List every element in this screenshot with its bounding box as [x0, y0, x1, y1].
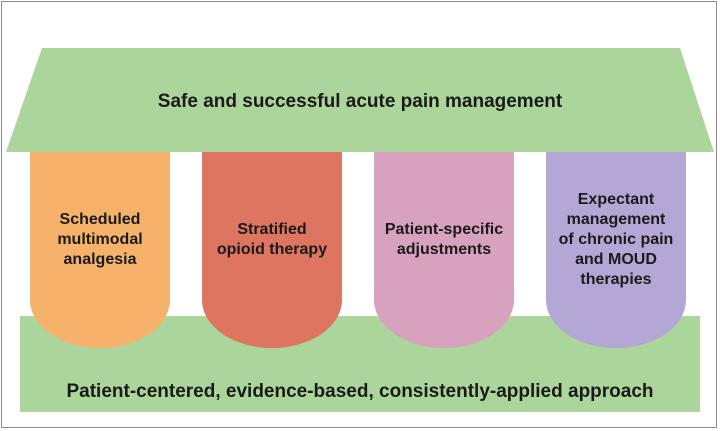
pillar-2-label: Stratified opioid therapy	[216, 221, 328, 258]
pillar-1-shape	[30, 152, 170, 348]
pillar-3-shape	[374, 152, 514, 348]
roof-label: Safe and successful acute pain managemen…	[157, 91, 563, 112]
pillar-4-label: Expectant management of chronic pain and…	[558, 191, 674, 288]
pillar-4-shape	[546, 152, 686, 348]
pillar-2-shape	[202, 152, 342, 348]
pillar-1-label: Scheduled multimodal analgesia	[57, 211, 143, 268]
foundation-label: Patient-centered, evidence-based, consis…	[66, 381, 654, 402]
roof-block	[6, 48, 714, 152]
pillar-3-label: Patient-specific adjustments	[384, 221, 504, 258]
